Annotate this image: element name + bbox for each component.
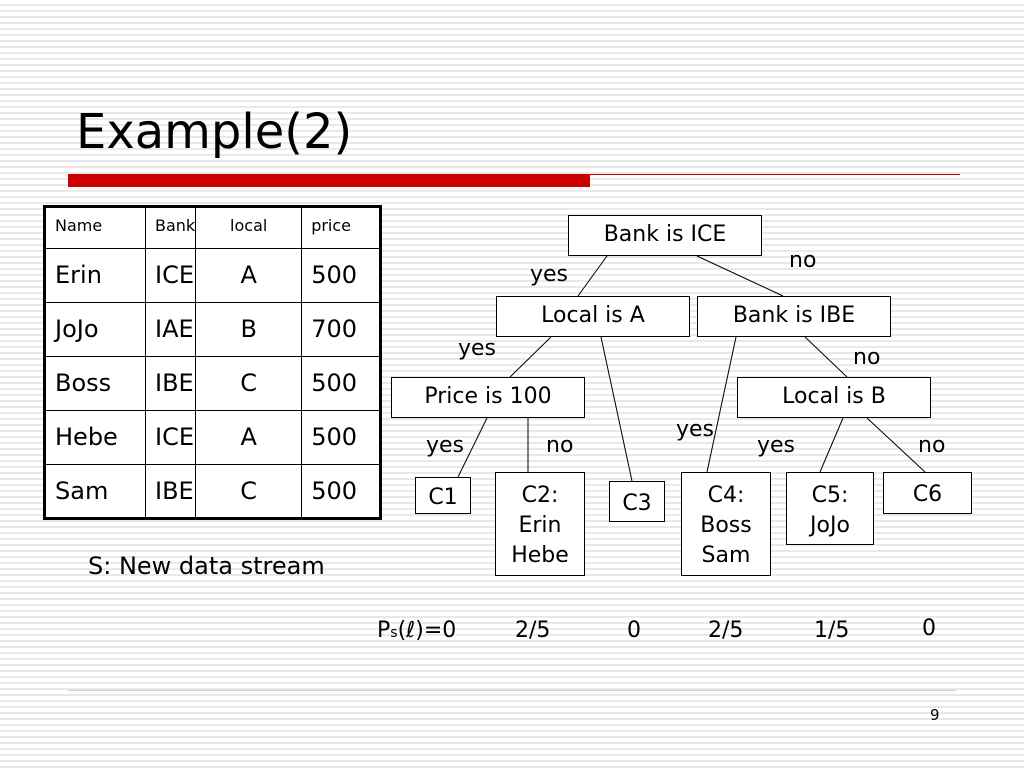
probability-c4: 2/5 — [708, 618, 744, 643]
cell-local: A — [195, 248, 303, 303]
page-number: 9 — [930, 706, 940, 724]
cell-local: C — [195, 464, 303, 519]
leaf-c6: C6 — [883, 472, 972, 514]
probability-label-suffix: (ℓ)=0 — [397, 618, 457, 643]
node-price-is-100: Price is 100 — [391, 377, 585, 418]
data-table: Name Bank local price Erin ICE A 500 JoJ… — [43, 205, 383, 520]
cell-bank: ICE — [144, 248, 197, 303]
leaf-c1: C1 — [415, 477, 471, 514]
stream-label: S: New data stream — [88, 552, 325, 580]
cell-price: 500 — [301, 356, 382, 411]
edge-label-root-yes: yes — [530, 262, 569, 287]
edge-root-local-a — [577, 255, 608, 297]
probability-c2: 2/5 — [515, 618, 551, 643]
leaf-c5-line: JoJo — [810, 512, 850, 538]
leaf-c2-line: C2: — [521, 483, 559, 508]
cell-bank: IBE — [144, 464, 197, 519]
leaf-c5-line: C5: — [811, 482, 849, 508]
leaf-c4: C4: Boss Sam — [681, 472, 771, 576]
node-local-is-b: Local is B — [737, 377, 931, 418]
cell-price: 500 — [301, 248, 382, 303]
edge-label-local-a-yes: yes — [458, 336, 497, 361]
cell-bank: IAE — [144, 302, 197, 357]
footer-divider — [68, 690, 956, 691]
edge-bank-ibe-c4 — [706, 336, 737, 473]
cell-price: 500 — [301, 464, 382, 519]
leaf-c5: C5: JoJo — [786, 472, 874, 545]
cell-price: 500 — [301, 410, 382, 465]
edge-local-a-price — [509, 336, 552, 378]
edge-local-a-c3 — [600, 336, 633, 482]
table-row: Hebe ICE A 500 — [44, 410, 382, 465]
edge-label-price-yes: yes — [426, 433, 465, 458]
probability-label: Ps(ℓ)=0 — [377, 618, 456, 643]
title-underline-thin — [590, 174, 960, 175]
table-header-row: Name Bank local price — [44, 206, 382, 249]
edge-root-bank-ibe — [696, 255, 784, 297]
cell-name: Erin — [44, 248, 146, 303]
leaf-c1-line: C1 — [428, 484, 458, 510]
leaf-c6-line: C6 — [912, 482, 943, 507]
cell-name: Sam — [44, 464, 146, 519]
table-row: Erin ICE A 500 — [44, 248, 382, 303]
cell-local: C — [195, 356, 303, 411]
edge-label-bank-ibe-no: no — [853, 345, 881, 370]
cell-name: Hebe — [44, 410, 146, 465]
edge-label-price-no: no — [546, 433, 574, 458]
edge-label-root-no: no — [789, 248, 817, 273]
edge-label-local-b-no: no — [918, 433, 946, 458]
leaf-c3-line: C3 — [622, 490, 652, 516]
probability-c3: 0 — [627, 618, 641, 643]
header-bank: Bank — [144, 206, 197, 249]
cell-name: Boss — [44, 356, 146, 411]
title-underline-bar — [68, 174, 590, 187]
cell-name: JoJo — [44, 302, 146, 357]
table-row: JoJo IAE B 700 — [44, 302, 382, 357]
leaf-c2-line: Hebe — [511, 543, 569, 568]
node-bank-is-ibe: Bank is IBE — [697, 296, 891, 337]
node-bank-is-ice: Bank is ICE — [568, 215, 762, 256]
leaf-c3: C3 — [609, 481, 665, 522]
edge-price-c1 — [457, 417, 488, 478]
slide-title: Example(2) — [76, 104, 353, 160]
leaf-c2: C2: Erin Hebe — [495, 472, 585, 576]
cell-bank: ICE — [144, 410, 197, 465]
edge-label-local-b-yes: yes — [757, 433, 796, 458]
table-row: Sam IBE C 500 — [44, 464, 382, 519]
cell-price: 700 — [301, 302, 382, 357]
probability-label-sub: s — [390, 625, 398, 641]
edge-local-b-c6 — [866, 417, 926, 473]
leaf-c4-line: Sam — [701, 543, 751, 568]
leaf-c2-line: Erin — [518, 513, 562, 538]
probability-label-prefix: P — [377, 618, 391, 643]
leaf-c4-line: Boss — [700, 513, 752, 538]
probability-c6: 0 — [922, 616, 936, 641]
edge-label-bank-ibe-yes: yes — [676, 417, 715, 442]
node-local-is-a: Local is A — [496, 296, 690, 337]
table-row: Boss IBE C 500 — [44, 356, 382, 411]
header-price: price — [301, 206, 382, 249]
edge-bank-ibe-local-b — [804, 336, 848, 378]
probability-c5: 1/5 — [814, 618, 850, 643]
leaf-c4-line: C4: — [707, 483, 745, 508]
cell-bank: IBE — [144, 356, 197, 411]
edge-local-b-c5 — [819, 417, 844, 473]
